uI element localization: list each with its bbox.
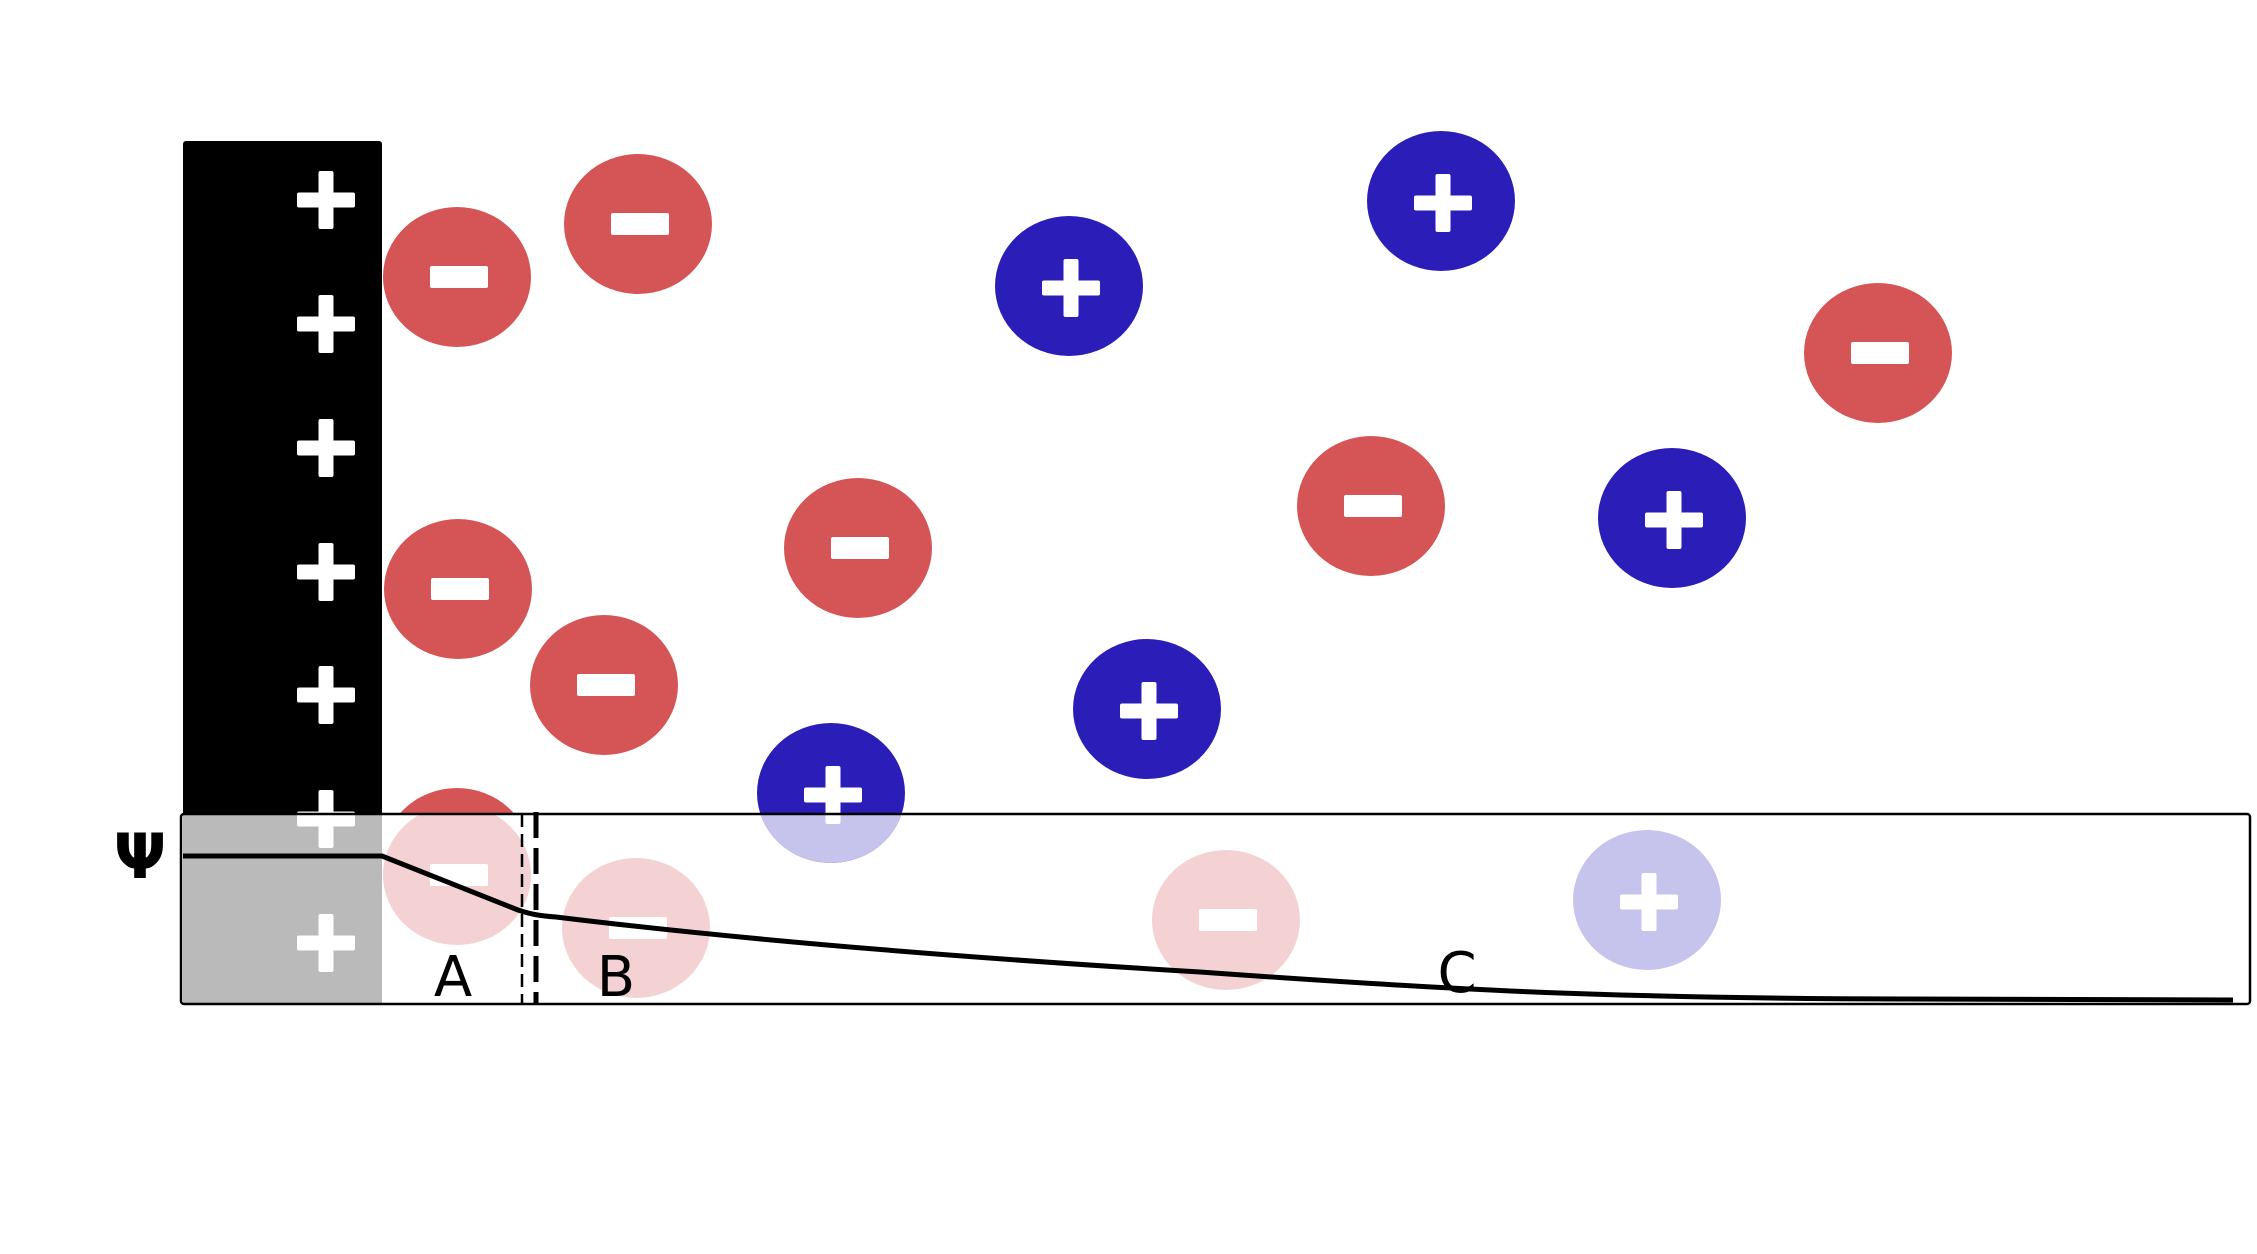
- cation: [1598, 448, 1746, 588]
- anion: [384, 519, 532, 659]
- electrode-plus-charge: [297, 419, 355, 477]
- electrode-plus-charge: [297, 666, 355, 724]
- anion: [564, 154, 712, 294]
- electrode-plate-plot-section: [183, 814, 382, 1004]
- anion: [383, 207, 531, 347]
- cation: [1073, 639, 1221, 779]
- region-c-label: C: [1437, 941, 1476, 1006]
- anion: [1297, 436, 1445, 576]
- electrode-plus-charge: [297, 171, 355, 229]
- potential-curve: [183, 853, 2234, 1003]
- region-a-label: A: [434, 945, 472, 1010]
- anion: [530, 615, 678, 755]
- psi-label: Ψ: [114, 820, 167, 893]
- electrode-plate: [183, 141, 382, 816]
- region-b-label: B: [597, 945, 635, 1010]
- ions-layer: [383, 131, 1952, 998]
- cation: [995, 216, 1143, 356]
- anion: [784, 478, 932, 618]
- cation: [1367, 131, 1515, 271]
- faded-cation: [1573, 830, 1721, 970]
- potential-plot-frame: [179, 812, 2252, 1006]
- anion-overlap-solid: [399, 788, 515, 814]
- electrode-plus-charge: [297, 543, 355, 601]
- anion: [1804, 283, 1952, 423]
- faded-anion: [383, 805, 531, 945]
- cation-overlap-fade: [760, 814, 902, 863]
- electrode-plus-charge: [297, 914, 355, 972]
- electrode-plus-charge: [297, 295, 355, 353]
- faded-anion: [1152, 850, 1300, 990]
